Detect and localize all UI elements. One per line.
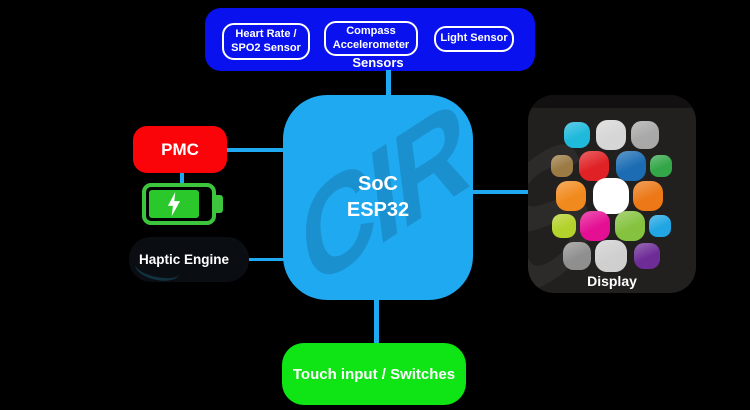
app-icon-cyan xyxy=(564,122,590,148)
haptic-engine-label: Haptic Engine xyxy=(139,252,230,267)
app-icon-yellowgreen xyxy=(552,214,576,238)
app-icon-tan xyxy=(551,155,573,177)
connector-haptic-to-soc xyxy=(230,258,284,261)
app-icon-magenta xyxy=(580,211,610,241)
connector-soc-to-touch xyxy=(374,299,379,344)
soc-esp32-box: CIR SoC ESP32 xyxy=(283,95,473,300)
pmc-label: PMC xyxy=(161,139,199,159)
soc-label-line1: SoC xyxy=(358,173,398,195)
soc-label-line2: ESP32 xyxy=(346,199,410,221)
sensors-group-box: Heart Rate / SPO2 Sensor Compass Acceler… xyxy=(205,8,535,71)
light-sensor-label: Light Sensor xyxy=(440,32,508,45)
app-icon-gray xyxy=(631,121,659,149)
compass-label-line1: Compass xyxy=(346,24,396,37)
display-box: S Display xyxy=(528,95,696,293)
connector-pmc-to-battery xyxy=(180,172,184,185)
app-icon-orange-2 xyxy=(633,181,663,211)
compass-label-line2: Accelerometer xyxy=(332,38,410,51)
pmc-box: PMC xyxy=(133,126,227,173)
connector-pmc-to-soc xyxy=(227,148,284,152)
haptic-engine-box: Haptic Engine xyxy=(129,237,249,282)
display-label: Display xyxy=(587,273,637,289)
app-icon-red xyxy=(579,151,609,181)
heart-rate-label-line1: Heart Rate / xyxy=(235,27,297,40)
app-icon-skyblue xyxy=(649,215,671,237)
app-icon-white xyxy=(593,178,629,214)
display-top-band xyxy=(528,95,696,108)
app-icon-gray-2 xyxy=(563,242,591,270)
app-icon-lightgray xyxy=(595,240,627,272)
app-icon-lime xyxy=(615,211,645,241)
app-icon-purple xyxy=(634,243,660,269)
heart-rate-spo2-sensor-box: Heart Rate / SPO2 Sensor xyxy=(222,23,310,60)
sensors-group-label: Sensors xyxy=(352,55,404,70)
heart-rate-label-line2: SPO2 Sensor xyxy=(231,41,301,54)
compass-accelerometer-box: Compass Accelerometer xyxy=(324,21,418,56)
connector-soc-to-display xyxy=(472,190,529,194)
light-sensor-box: Light Sensor xyxy=(434,26,514,52)
app-icon-orange xyxy=(556,181,586,211)
battery-charging-icon xyxy=(142,183,223,225)
app-icon-green xyxy=(650,155,672,177)
app-icon-grid xyxy=(528,95,696,293)
app-icon-silver xyxy=(596,120,626,150)
app-icon-blue xyxy=(616,151,646,181)
connector-sensors-to-soc xyxy=(386,70,391,95)
touch-input-label: Touch input / Switches xyxy=(292,365,456,383)
soc-label: SoC ESP32 xyxy=(283,95,473,300)
battery-terminal-nub xyxy=(216,195,223,213)
touch-input-switches-box: Touch input / Switches xyxy=(282,343,466,405)
